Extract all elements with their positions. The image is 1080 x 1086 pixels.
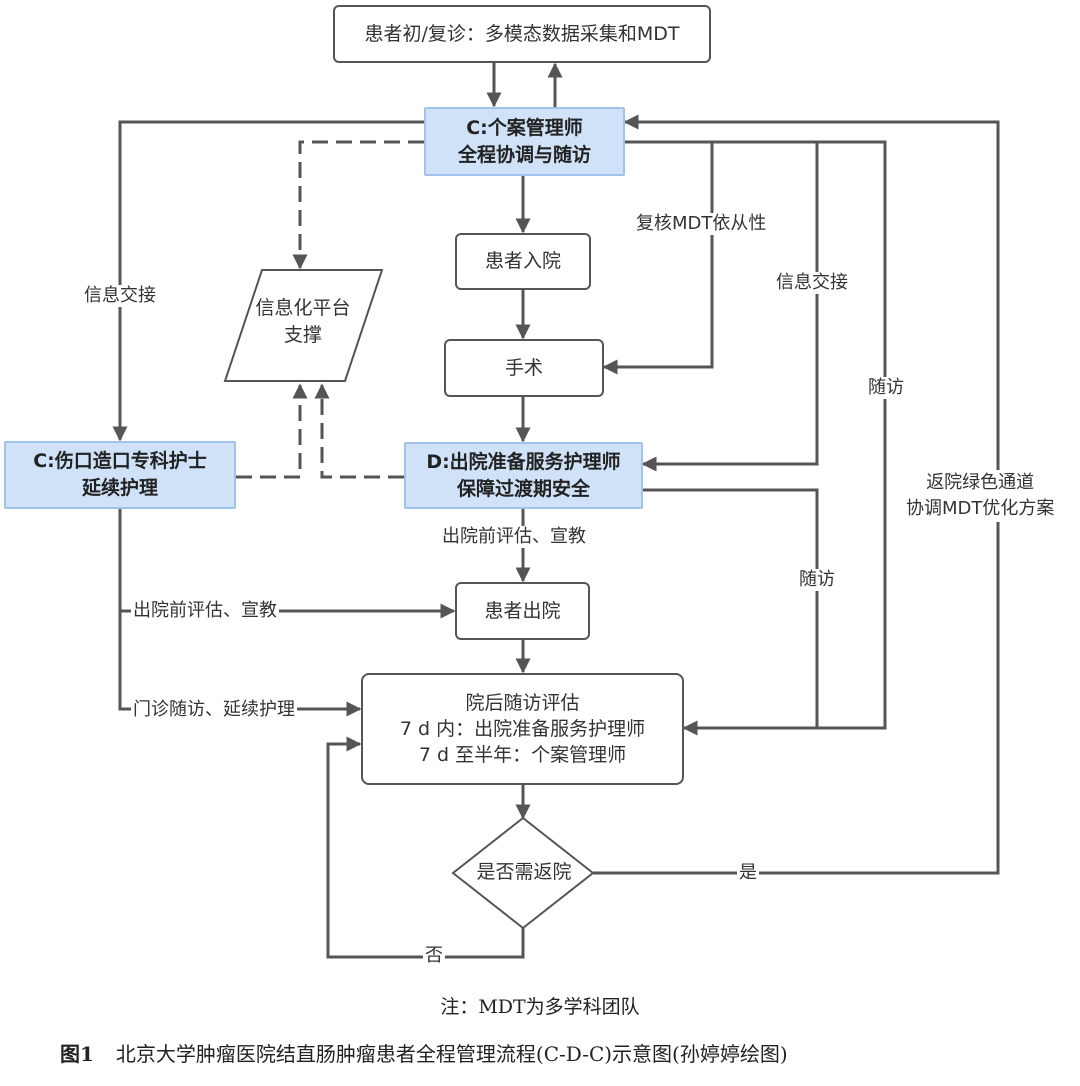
surgery-node: 手术 xyxy=(444,339,604,397)
figure-title: 北京大学肿瘤医院结直肠肿瘤患者全程管理流程(C-D-C)示意图(孙婷婷绘图) xyxy=(115,1042,788,1066)
label-pre-discharge-left: 出院前评估、宣教 xyxy=(131,600,279,622)
intake-node: 患者初/复诊：多模态数据采集和MDT xyxy=(333,5,711,63)
platform-shape xyxy=(223,269,384,382)
figure-number: 图1 xyxy=(60,1042,94,1066)
edge-discharge-nurse-followup xyxy=(643,488,819,728)
label-yes: 是 xyxy=(737,862,759,884)
case-manager-node: C:个案管理师 全程协调与随访 xyxy=(424,107,625,176)
label-info-exchange-left: 信息交接 xyxy=(82,285,158,307)
wound-nurse-node: C:伤口造口专科护士 延续护理 xyxy=(4,441,236,509)
label-pre-discharge-center: 出院前评估、宣教 xyxy=(440,526,588,548)
figure-caption: 图1 北京大学肿瘤医院结直肠肿瘤患者全程管理流程(C-D-C)示意图(孙婷婷绘图) xyxy=(60,1038,1050,1067)
figure-note: 注：MDT为多学科团队 xyxy=(440,996,640,1018)
edge-case-manager-to-platform xyxy=(292,140,424,270)
edge-wound-nurse-to-followup xyxy=(118,611,362,717)
label-followup-right2: 随访 xyxy=(797,569,837,591)
discharge-nurse-node: D:出院准备服务护理师 保障过渡期安全 xyxy=(404,442,643,509)
label-no: 否 xyxy=(423,945,445,967)
edge-case-manager-to-discharge-nurse xyxy=(625,140,819,472)
edge-case-manager-to-wound-nurse xyxy=(112,120,424,442)
label-info-exchange-right: 信息交接 xyxy=(774,272,850,294)
label-review-mdt: 复核MDT依从性 xyxy=(634,213,769,235)
edge-discharge-nurse-to-platform xyxy=(314,383,404,479)
decision-shape xyxy=(451,816,595,930)
label-followup-right1: 随访 xyxy=(866,377,906,399)
discharge-node: 患者出院 xyxy=(455,582,590,640)
edge-wound-nurse-to-platform xyxy=(236,383,308,479)
edge-case-manager-followup xyxy=(625,140,887,736)
edge-decision-no xyxy=(326,736,525,959)
decision-node: 是否需返院 xyxy=(476,861,572,883)
label-clinic-followup: 门诊随访、延续护理 xyxy=(131,699,297,721)
label-return-channel: 返院绿色通道 协调MDT优化方案 xyxy=(904,470,1057,522)
followup-node: 院后随访评估 7 d 内：出院准备服务护理师 7 d 至半年：个案管理师 xyxy=(361,673,684,785)
platform-node: 信息化平台 支撑 xyxy=(255,297,351,346)
edge-wound-nurse-to-discharge xyxy=(118,509,456,619)
admission-node: 患者入院 xyxy=(455,233,591,290)
